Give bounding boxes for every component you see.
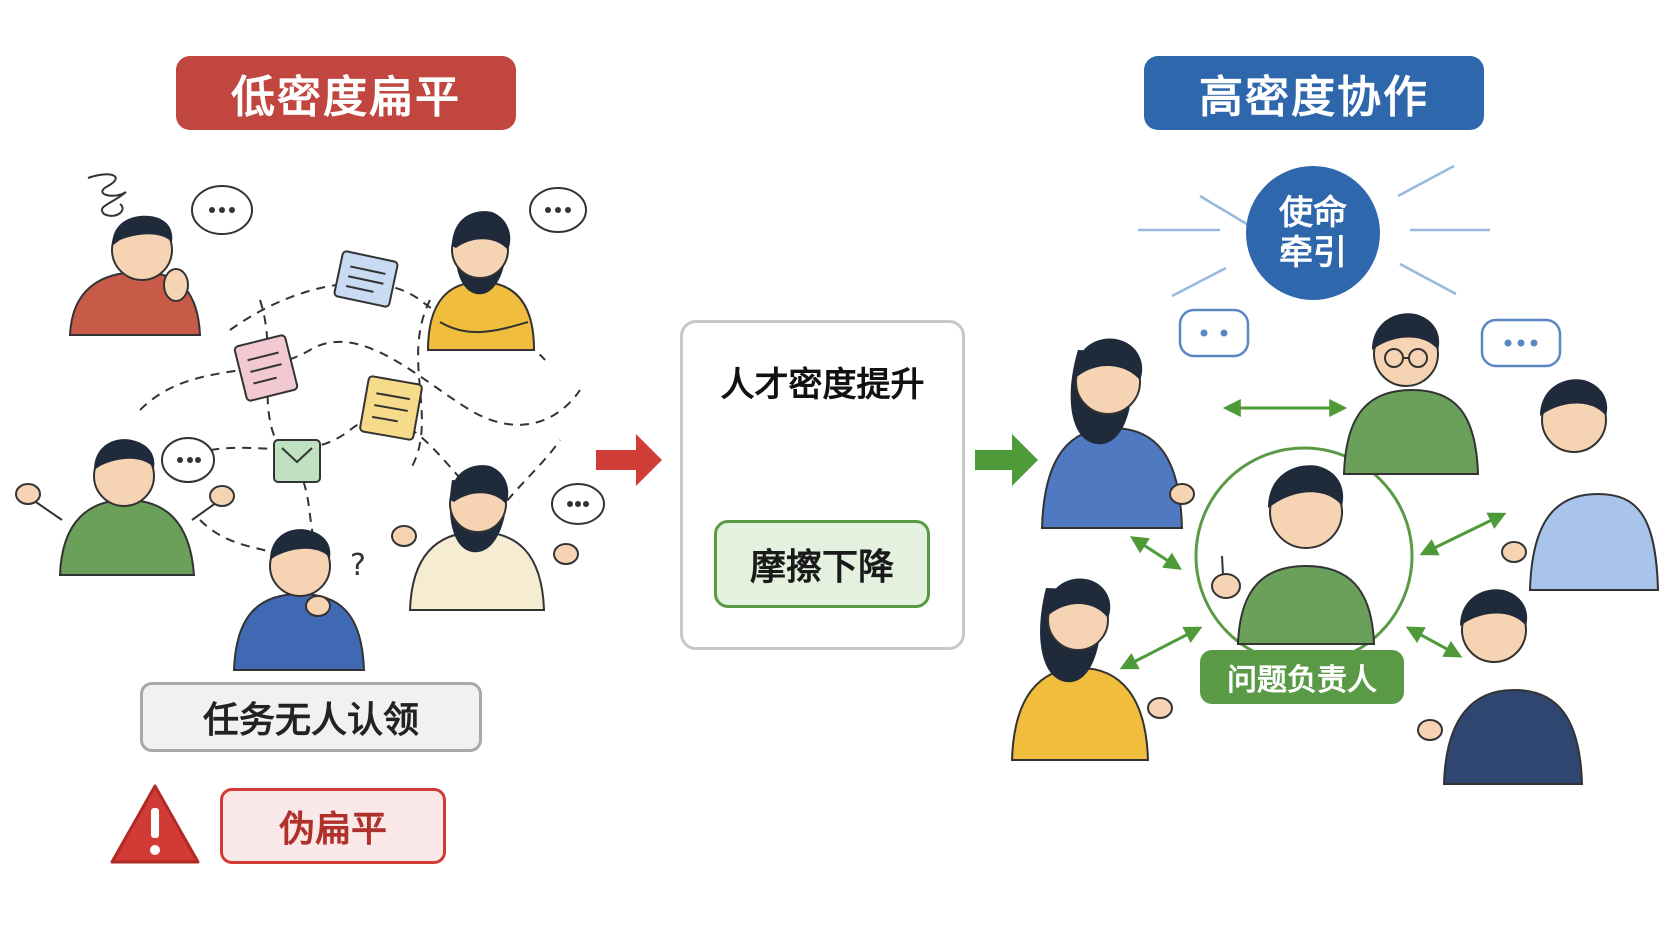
stress-scribble-icon (88, 174, 126, 216)
mission-line-1: 使命 (1279, 193, 1347, 233)
warning-label-text: 伪扁平 (279, 800, 387, 852)
owner-label-text: 问题负责人 (1227, 655, 1377, 699)
mission-circle: 使命 牵引 (1246, 166, 1380, 300)
document-icon (334, 251, 398, 308)
person-collaborator-5 (1418, 589, 1582, 784)
person-shrugging-2 (392, 465, 578, 610)
right-panel-title: 高密度协作 (1144, 56, 1484, 130)
person-arms-crossed (428, 211, 534, 350)
speech-bubble-icon (162, 186, 604, 524)
person-collaborator-4 (1012, 579, 1172, 761)
flow-arrow-right (975, 434, 1038, 486)
document-icon (234, 335, 298, 402)
warning-label-box: 伪扁平 (220, 788, 446, 864)
flow-arrow-left (596, 434, 662, 486)
owner-label-box: 问题负责人 (1200, 650, 1404, 704)
person-collaborator-3 (1502, 379, 1658, 590)
speech-bubble-icon (1180, 310, 1560, 366)
left-caption-text: 任务无人认领 (203, 691, 419, 743)
middle-bottom-box: 摩擦下降 (714, 520, 930, 608)
svg-text:?: ? (350, 548, 366, 583)
middle-bottom-text: 摩擦下降 (750, 538, 894, 590)
person-stressed (70, 216, 200, 335)
question-mark-icon: ? (350, 548, 366, 583)
person-collaborator-1 (1042, 339, 1194, 528)
left-panel-title: 低密度扁平 (176, 56, 516, 130)
warning-triangle-icon (112, 786, 198, 862)
document-icon (360, 376, 423, 441)
mission-line-2: 牵引 (1279, 233, 1347, 273)
document-icon (274, 440, 320, 482)
middle-top-text: 人才密度提升 (690, 356, 955, 406)
person-problem-owner (1212, 465, 1374, 644)
person-thinking (234, 529, 364, 670)
left-caption-box: 任务无人认领 (140, 682, 482, 752)
person-collaborator-2 (1344, 313, 1478, 474)
